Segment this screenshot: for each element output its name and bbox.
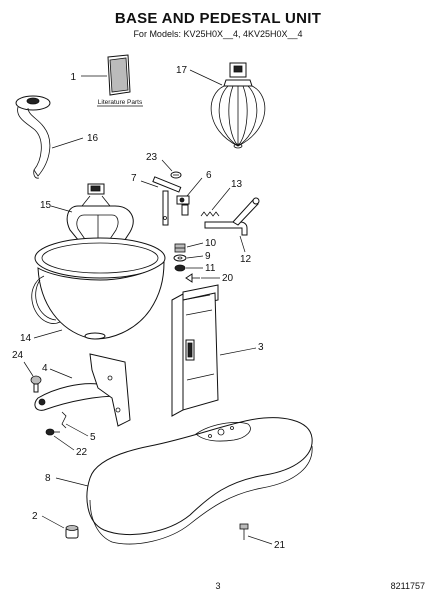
- part-2-foot: [65, 525, 79, 539]
- callout-15: 15: [40, 200, 52, 211]
- callout-11: 11: [205, 263, 216, 274]
- callout-10: 10: [205, 238, 217, 249]
- part-24-pin: [30, 375, 42, 393]
- callout-12: 12: [240, 254, 252, 265]
- callout-17: 17: [176, 65, 188, 76]
- callout-3: 3: [258, 342, 264, 353]
- page-number: 3: [215, 581, 220, 591]
- callout-2: 2: [32, 511, 38, 522]
- callout-24: 24: [12, 350, 24, 361]
- part-14-mixing-bowl: [31, 237, 166, 340]
- literature-parts-label: Literature Parts: [98, 99, 143, 106]
- part-1-literature: Literature Parts: [97, 54, 143, 107]
- callout-1: 1: [70, 72, 76, 83]
- callout-7: 7: [131, 173, 137, 184]
- part-17-wire-whip: [210, 62, 266, 149]
- callout-5: 5: [90, 432, 96, 443]
- part-23-screw: [170, 171, 182, 179]
- callout-8: 8: [45, 473, 51, 484]
- part-12-bowl-lift-handle: [204, 197, 260, 236]
- part-4-bowl-support: [34, 353, 131, 427]
- part-20-screw: [185, 273, 200, 283]
- part-7-latch-lever: [152, 176, 182, 226]
- callout-13: 13: [231, 179, 243, 190]
- callout-14: 14: [20, 333, 32, 344]
- part-21-screw: [239, 523, 249, 540]
- page-title: BASE AND PEDESTAL UNIT: [115, 10, 321, 27]
- part-13-spring: [200, 211, 220, 217]
- part-6-bracket: [176, 195, 190, 216]
- part-5-clip: [61, 411, 67, 429]
- part-3-pedestal: [171, 284, 219, 417]
- part-11-nut: [174, 264, 186, 272]
- callout-4: 4: [42, 363, 48, 374]
- callout-6: 6: [206, 170, 212, 181]
- callout-21: 21: [274, 540, 286, 551]
- part-8-base: [86, 417, 313, 545]
- callout-23: 23: [146, 152, 158, 163]
- callout-16: 16: [87, 133, 99, 144]
- part-9-washer: [173, 254, 187, 262]
- callout-20: 20: [222, 273, 234, 284]
- callout-22: 22: [76, 447, 88, 458]
- models-subtitle: For Models: KV25H0X__4, 4KV25H0X__4: [133, 29, 302, 39]
- part-16-dough-hook: [15, 95, 51, 179]
- part-22-screw: [45, 428, 60, 436]
- callout-9: 9: [205, 251, 211, 262]
- document-number: 8211757: [391, 581, 425, 591]
- part-10-nut: [174, 243, 186, 253]
